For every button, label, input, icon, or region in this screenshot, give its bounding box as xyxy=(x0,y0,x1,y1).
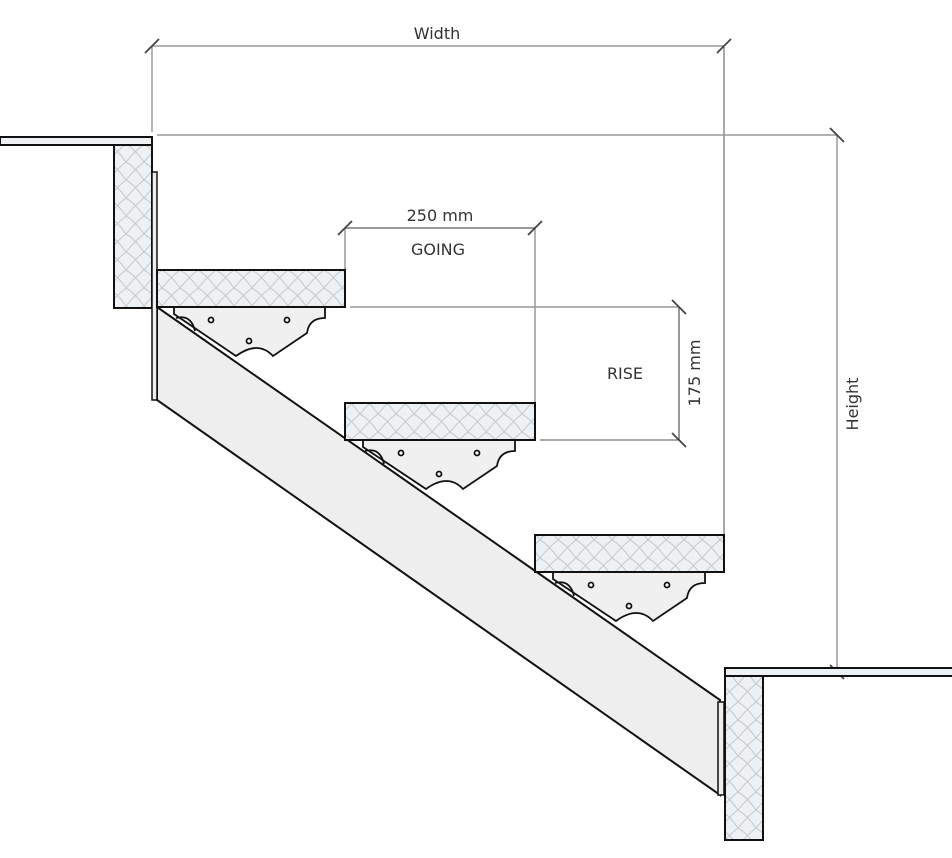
going-value: 250 mm xyxy=(407,206,474,225)
tread-2 xyxy=(344,402,536,441)
upper-floor xyxy=(0,136,153,309)
stringer xyxy=(151,171,725,797)
tick-mark xyxy=(671,299,687,315)
tick-mark xyxy=(671,432,687,448)
height-label: Height xyxy=(843,378,862,431)
going-dimension xyxy=(337,220,543,403)
tread-3 xyxy=(534,534,725,573)
bottom-mounting-plate xyxy=(717,701,725,796)
tick-mark xyxy=(337,220,353,236)
rise-dimension xyxy=(350,299,687,448)
width-dimension xyxy=(144,38,732,535)
rise-value: 175 mm xyxy=(685,340,704,407)
tick-mark xyxy=(829,127,845,143)
tick-mark xyxy=(716,38,732,54)
bracket-2 xyxy=(362,439,516,491)
tick-mark xyxy=(527,220,543,236)
width-label: Width xyxy=(414,24,460,43)
lower-floor xyxy=(724,667,952,841)
tread-1 xyxy=(156,269,346,308)
rise-label: RISE xyxy=(607,364,643,383)
tick-mark xyxy=(144,38,160,54)
bracket-1 xyxy=(173,306,326,358)
going-label: GOING xyxy=(411,240,465,259)
bracket-3 xyxy=(552,571,706,623)
